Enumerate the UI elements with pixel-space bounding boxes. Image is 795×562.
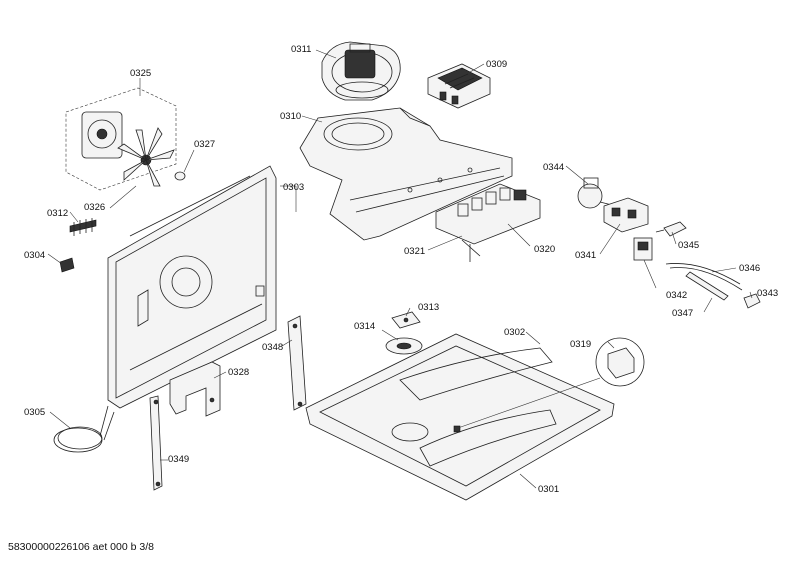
callout-0321: 0321	[404, 246, 425, 257]
selector-switch-part	[577, 177, 649, 233]
callout-0341: 0341	[575, 250, 596, 261]
callout-0313: 0313	[418, 302, 439, 313]
cable-part	[665, 263, 743, 301]
bottom-plate-part	[305, 333, 615, 501]
callout-0328: 0328	[228, 367, 249, 378]
callout-0327: 0327	[194, 139, 215, 150]
callout-0311: 0311	[291, 44, 311, 55]
bracket-part	[169, 361, 221, 417]
callout-0310: 0310	[280, 111, 301, 122]
control-board-part	[427, 63, 491, 109]
clip-bracket-part	[391, 311, 421, 329]
side-rail-part	[287, 315, 307, 411]
callout-0349: 0349	[168, 454, 189, 465]
fan-ring-part	[385, 337, 423, 355]
rear-panel-part	[107, 165, 277, 409]
upper-housing-part	[299, 107, 513, 241]
power-cable-part	[53, 405, 115, 453]
fan-impeller-part	[117, 127, 175, 187]
document-reference: 58300000226106 aet 000 b 3/8	[8, 541, 154, 553]
callout-0319: 0319	[570, 339, 591, 350]
callout-0314: 0314	[354, 321, 375, 332]
leader-lines	[47, 49, 753, 489]
callout-0301: 0301	[538, 484, 559, 495]
callout-0345: 0345	[678, 240, 699, 251]
callout-0309: 0309	[486, 59, 507, 70]
fan-motor-part	[321, 41, 401, 101]
callout-0344: 0344	[543, 162, 564, 173]
thermostat-detail-part	[457, 337, 645, 429]
relay-board-part	[435, 183, 541, 262]
callout-0326: 0326	[84, 202, 105, 213]
screw-strip-part	[69, 218, 97, 236]
callout-0325: 0325	[130, 68, 151, 79]
rod-part	[149, 395, 163, 491]
nut-part	[174, 171, 186, 181]
callout-0343: 0343	[757, 288, 778, 299]
callout-0346: 0346	[739, 263, 760, 274]
callout-0303: 0303	[283, 182, 304, 193]
callout-0302: 0302	[504, 327, 525, 338]
callout-0342: 0342	[666, 290, 687, 301]
callout-0320: 0320	[534, 244, 555, 255]
callout-0312: 0312	[47, 208, 68, 219]
callout-labels: 0311 0309 0325 0310 0327 0344 0303 0326 …	[24, 44, 778, 495]
fan-housing-part	[65, 87, 177, 191]
foot-part	[59, 257, 75, 273]
callout-0304: 0304	[24, 250, 45, 261]
switch-part	[633, 237, 653, 261]
connector-part	[655, 221, 687, 237]
callout-0348: 0348	[262, 342, 283, 353]
clip-part	[743, 293, 761, 309]
callout-0305: 0305	[24, 407, 45, 418]
callout-0347: 0347	[672, 308, 693, 319]
